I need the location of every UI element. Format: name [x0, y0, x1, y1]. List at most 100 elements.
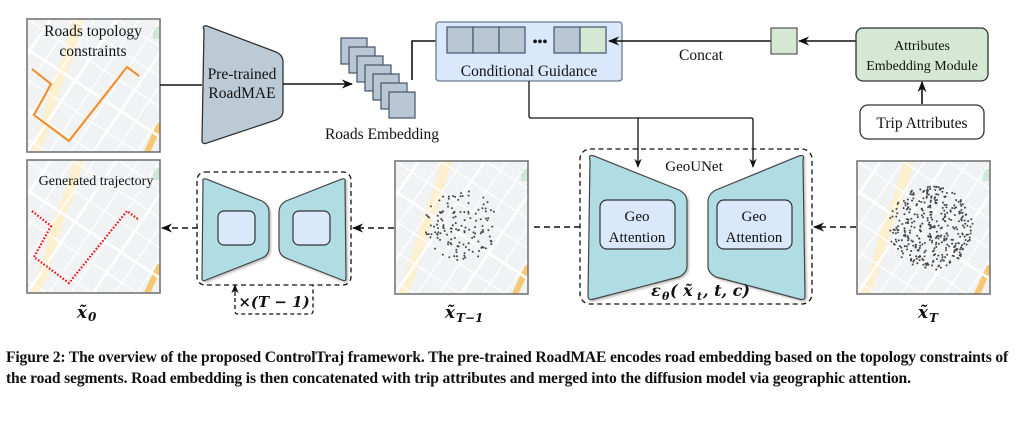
noise-point — [455, 251, 458, 254]
map-park-area — [860, 161, 914, 294]
noise-point — [933, 226, 936, 229]
noise-point — [477, 255, 480, 258]
geounet-label: GeoUNet — [665, 159, 723, 175]
noise-point — [934, 188, 937, 191]
noise-point — [429, 205, 432, 208]
noise-point — [953, 204, 956, 207]
noise-point — [945, 264, 948, 267]
noise-point — [901, 252, 904, 255]
noise-point — [908, 211, 911, 214]
noise-point — [931, 264, 934, 267]
noise-point — [928, 238, 931, 241]
noise-point — [953, 227, 956, 230]
noise-point — [926, 217, 929, 220]
map-street — [484, 161, 528, 190]
map-park-area — [30, 160, 84, 293]
repeated-denoiser-block: ×(T − 1) — [196, 171, 352, 315]
noise-point — [442, 227, 445, 230]
noise-point — [942, 217, 945, 220]
noise-point — [943, 203, 946, 206]
noise-point — [953, 249, 956, 252]
noise-point — [942, 187, 945, 190]
noise-point — [950, 218, 953, 221]
noise-point — [906, 239, 909, 242]
noise-point — [898, 245, 901, 248]
noisy-points-T-minus-1 — [424, 190, 495, 262]
noise-point — [957, 232, 960, 235]
noise-point — [903, 230, 906, 233]
map-street — [116, 160, 160, 189]
noise-point — [477, 240, 480, 243]
noise-point — [922, 190, 925, 193]
map-street — [27, 47, 160, 139]
noise-point — [959, 203, 962, 206]
noise-point — [451, 224, 454, 227]
geo-attention-left-line1: Geo — [625, 209, 650, 225]
map-highway — [144, 122, 160, 152]
noise-point — [937, 254, 940, 257]
noise-point — [426, 215, 429, 218]
noise-point — [946, 224, 949, 227]
noise-point — [957, 257, 960, 260]
noise-point — [907, 206, 910, 209]
noise-point — [921, 209, 924, 212]
noise-point — [927, 206, 930, 209]
noise-point — [453, 236, 456, 239]
noise-point — [451, 207, 454, 210]
map-street — [27, 0, 160, 17]
noise-point — [928, 185, 931, 188]
noise-point — [969, 225, 972, 228]
noise-point — [467, 202, 470, 205]
noise-point — [447, 205, 450, 208]
noise-point — [429, 236, 432, 239]
map-street — [987, 290, 990, 294]
noise-point — [906, 198, 909, 201]
noise-point — [928, 235, 931, 238]
noise-point — [960, 219, 963, 222]
map-green-area — [153, 168, 160, 180]
noise-point — [945, 206, 948, 209]
noise-point — [958, 251, 961, 254]
noise-point — [936, 234, 939, 237]
noise-point — [959, 199, 962, 202]
noise-point — [924, 266, 927, 269]
noise-point — [921, 258, 924, 261]
noise-point — [438, 199, 441, 202]
noise-point — [429, 224, 432, 227]
noise-point — [464, 226, 467, 229]
noise-point — [897, 201, 900, 204]
map-street — [114, 225, 160, 293]
map-street — [48, 160, 140, 293]
noise-point — [914, 245, 917, 248]
figure-caption: Figure 2: The overview of the proposed C… — [6, 349, 1009, 387]
noise-point — [911, 199, 914, 202]
noise-point — [965, 243, 968, 246]
noise-point — [912, 260, 915, 263]
noise-point — [911, 221, 914, 224]
noise-point — [478, 250, 481, 253]
noise-point — [953, 246, 956, 249]
noise-point — [905, 245, 908, 248]
noise-point — [474, 232, 477, 235]
noise-point — [920, 200, 923, 203]
noise-point — [918, 246, 921, 249]
map-street — [27, 160, 30, 165]
noise-point — [927, 223, 930, 226]
noise-point — [468, 228, 471, 231]
noise-point — [467, 210, 470, 213]
noise-point — [925, 189, 928, 192]
noise-point — [902, 200, 905, 203]
noise-point — [930, 195, 933, 198]
noise-point — [935, 220, 938, 223]
noise-point — [458, 241, 461, 244]
noise-point — [460, 192, 463, 195]
noise-point — [903, 245, 906, 248]
geo-attention-right-line1: Geo — [742, 209, 767, 225]
map-street — [857, 161, 949, 294]
noise-point — [457, 229, 460, 232]
noise-point — [940, 241, 943, 244]
noise-point — [467, 194, 470, 197]
noise-point — [454, 222, 457, 225]
map-street — [136, 257, 160, 293]
noise-point — [923, 255, 926, 258]
